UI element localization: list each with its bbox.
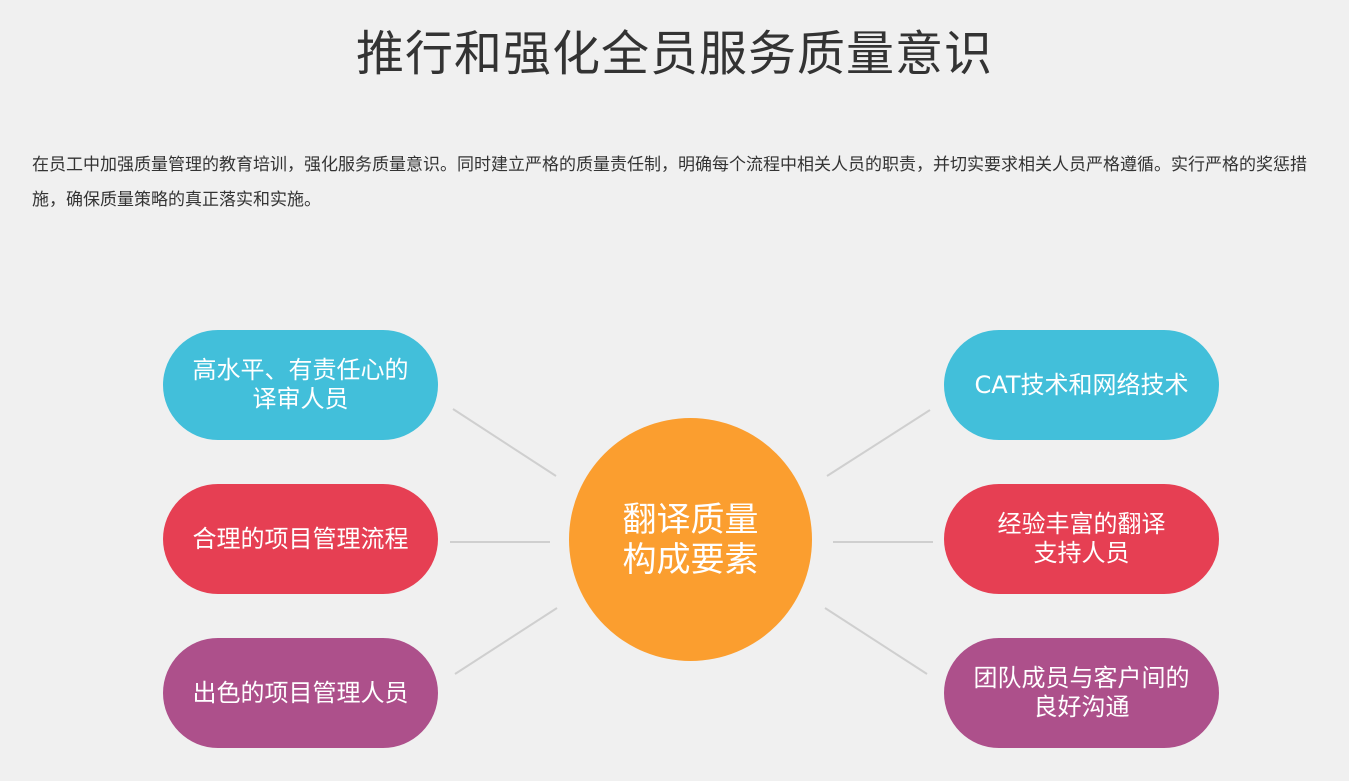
connector-right-top <box>826 409 931 477</box>
node-project-managers: 出色的项目管理人员 <box>163 638 438 748</box>
node-communication: 团队成员与客户间的 良好沟通 <box>944 638 1219 748</box>
page-description: 在员工中加强质量管理的教育培训，强化服务质量意识。同时建立严格的质量责任制，明确… <box>32 155 1307 210</box>
connector-left-bottom <box>454 607 558 675</box>
node-cat-tech: CAT技术和网络技术 <box>944 330 1219 440</box>
connector-left-top <box>452 408 557 477</box>
connector-right-bottom <box>824 607 928 675</box>
center-node: 翻译质量 构成要素 <box>569 418 812 661</box>
node-project-process: 合理的项目管理流程 <box>163 484 438 594</box>
node-support-staff: 经验丰富的翻译 支持人员 <box>944 484 1219 594</box>
node-reviewers: 高水平、有责任心的 译审人员 <box>163 330 438 440</box>
page-title: 推行和强化全员服务质量意识 <box>355 26 993 82</box>
